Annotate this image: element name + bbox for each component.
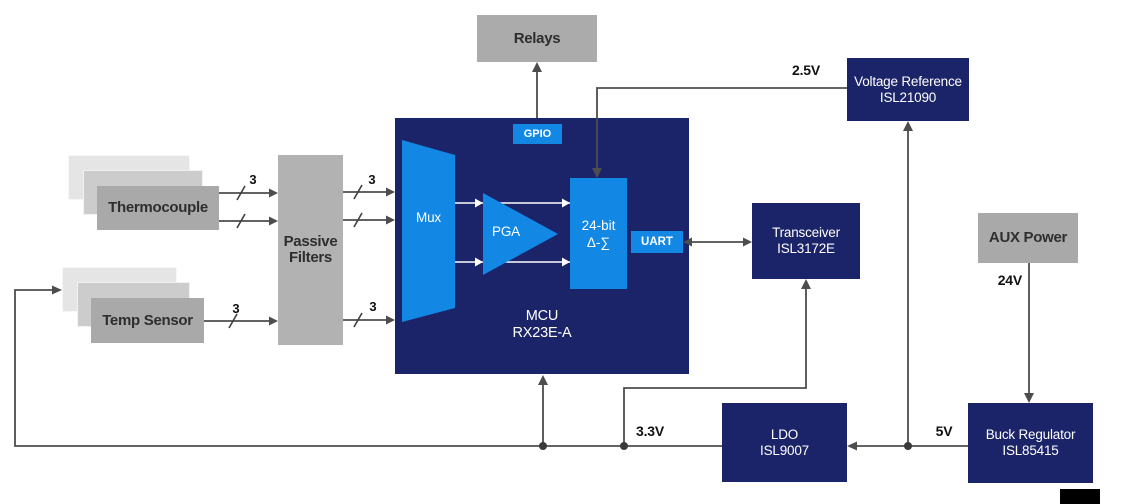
mux-label: Mux <box>416 210 441 225</box>
aux-power-label: AUX Power <box>988 229 1068 246</box>
uart-label: UART <box>641 236 673 248</box>
bus-width-label-temp-sensor: 3 <box>232 301 240 316</box>
net-label-5v: 5V <box>935 423 953 439</box>
ldo-block: LDO ISL9007 <box>722 403 847 482</box>
thermocouple-label: Thermocouple <box>108 199 208 216</box>
temp-sensor-block: Temp Sensor <box>91 298 204 343</box>
ldo-part: ISL9007 <box>760 442 809 458</box>
adc-24bit-block: 24-bit Δ-∑ <box>570 178 627 289</box>
passive-filters-block: Passive Filters <box>278 155 343 345</box>
relays-label: Relays <box>513 29 561 47</box>
net-label-2v5: 2.5V <box>792 62 820 78</box>
transceiver-part: ISL3172E <box>777 241 835 256</box>
mcu-label-line2: RX23E-A <box>512 325 572 341</box>
bus-width-label-filters-bottom: 3 <box>369 299 377 314</box>
gpio-block: GPIO <box>513 124 562 144</box>
relays-block: Relays <box>477 15 597 62</box>
buck-regulator-block: Buck Regulator ISL85415 <box>968 403 1093 483</box>
mcu-label-line1: MCU <box>525 308 559 324</box>
buck-regulator-part: ISL85415 <box>1002 443 1059 458</box>
net-label-3v3: 3.3V <box>636 423 664 439</box>
gpio-label: GPIO <box>523 128 552 140</box>
passive-filters-label-line1: Passive <box>283 233 338 250</box>
transceiver-block: Transceiver ISL3172E <box>752 203 860 279</box>
passive-filters-label-line2: Filters <box>289 249 332 266</box>
mcu-label: MCU RX23E-A <box>395 308 689 342</box>
voltage-reference-block: Voltage Reference ISL21090 <box>847 58 969 121</box>
bus-width-label-filters-top: 3 <box>368 172 376 187</box>
voltage-reference-name: Voltage Reference <box>854 73 962 89</box>
temp-sensor-label: Temp Sensor <box>102 311 193 329</box>
adc-label-line1: 24-bit <box>581 217 616 233</box>
ldo-name: LDO <box>770 426 799 442</box>
pga-label: PGA <box>492 224 520 239</box>
bus-width-label-thermocouple: 3 <box>249 172 257 187</box>
thermocouple-block: Thermocouple <box>97 186 219 230</box>
net-label-24v: 24V <box>997 272 1023 288</box>
adc-label-line2: Δ-∑ <box>586 234 611 250</box>
uart-block: UART <box>631 231 683 253</box>
buck-regulator-name: Buck Regulator <box>985 427 1076 442</box>
aux-power-block: AUX Power <box>978 213 1078 263</box>
voltage-reference-part: ISL21090 <box>879 89 937 105</box>
transceiver-name: Transceiver <box>772 225 840 240</box>
corner-mark <box>1060 489 1100 504</box>
